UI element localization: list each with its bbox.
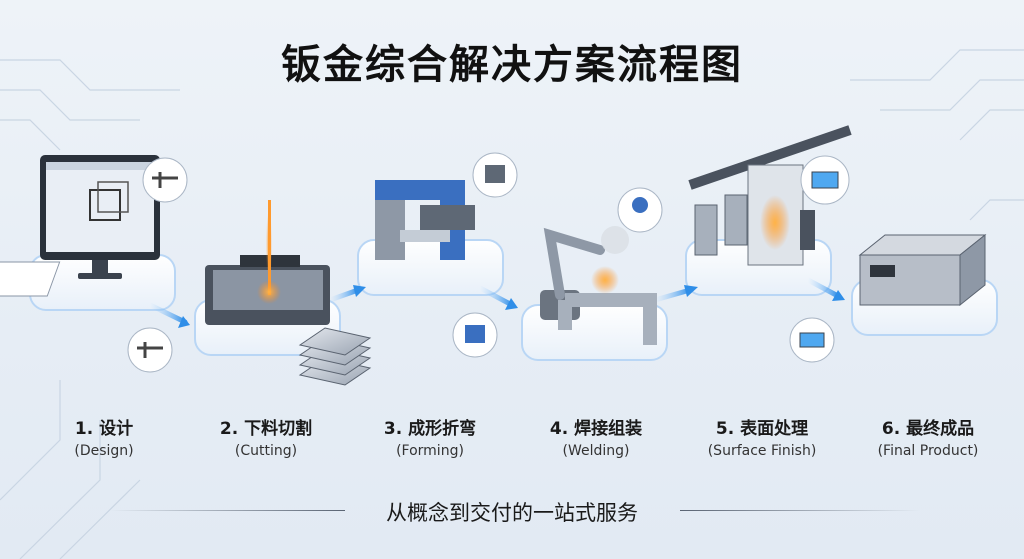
metal-sheets-icon: [298, 327, 372, 386]
arrow-3: [477, 285, 515, 308]
step-sublabel: (Surface Finish): [707, 443, 817, 459]
divider-right: [680, 510, 920, 511]
tagline: 从概念到交付的一站式服务: [386, 501, 638, 525]
step-cutting: 2. 下料切割 (Cutting): [181, 414, 351, 459]
step-label: 6. 最终成品: [881, 419, 975, 439]
step-welding: 4. 焊接组装 (Welding): [511, 414, 681, 459]
step-label: 3. 成形折弯: [383, 419, 477, 439]
arrow-5: [805, 277, 841, 299]
step-sublabel: (Cutting): [234, 443, 298, 459]
step-sublabel: (Design): [74, 443, 134, 459]
step-label: 5. 表面处理: [715, 419, 809, 439]
caliper-icon: [127, 327, 173, 373]
press-brake-icon: [375, 180, 475, 260]
arrow-head-icon: [178, 316, 190, 328]
step-label: 1. 设计: [74, 419, 134, 439]
circuit-decoration: [0, 49, 1024, 559]
flow-arrows: [147, 277, 845, 328]
step-label: 4. 焊接组装: [549, 419, 643, 439]
server-chassis-icon: [858, 233, 987, 307]
step-final-product: 6. 最终成品 (Final Product): [843, 414, 1013, 459]
step-surface-finish: 5. 表面处理 (Surface Finish): [677, 414, 847, 459]
step-sublabel: (Welding): [562, 443, 630, 459]
step-design: 1. 设计 (Design): [19, 414, 189, 459]
step-label: 2. 下料切割: [219, 419, 313, 439]
welding-robot-icon: [540, 226, 657, 345]
arrow-head-icon: [505, 298, 518, 310]
arrow-head-icon: [684, 285, 698, 297]
arrow-head-icon: [832, 290, 845, 301]
arrow-4: [652, 287, 693, 303]
step-sublabel: (Forming): [396, 443, 464, 459]
arrow-head-icon: [353, 285, 366, 297]
step-sublabel: (Final Product): [877, 443, 979, 459]
divider-left: [110, 510, 345, 511]
caliper-icon: [142, 157, 188, 203]
page-title: 钣金综合解决方案流程图: [281, 42, 743, 88]
painting-line-icon: [688, 125, 852, 266]
laser-cutter-icon: [205, 200, 330, 325]
arrow-2: [327, 287, 361, 303]
arrow-1: [147, 302, 188, 325]
platform-tiles: [29, 239, 998, 361]
monitor-cad-icon: [0, 155, 160, 297]
step-forming: 3. 成形折弯 (Forming): [345, 414, 515, 459]
